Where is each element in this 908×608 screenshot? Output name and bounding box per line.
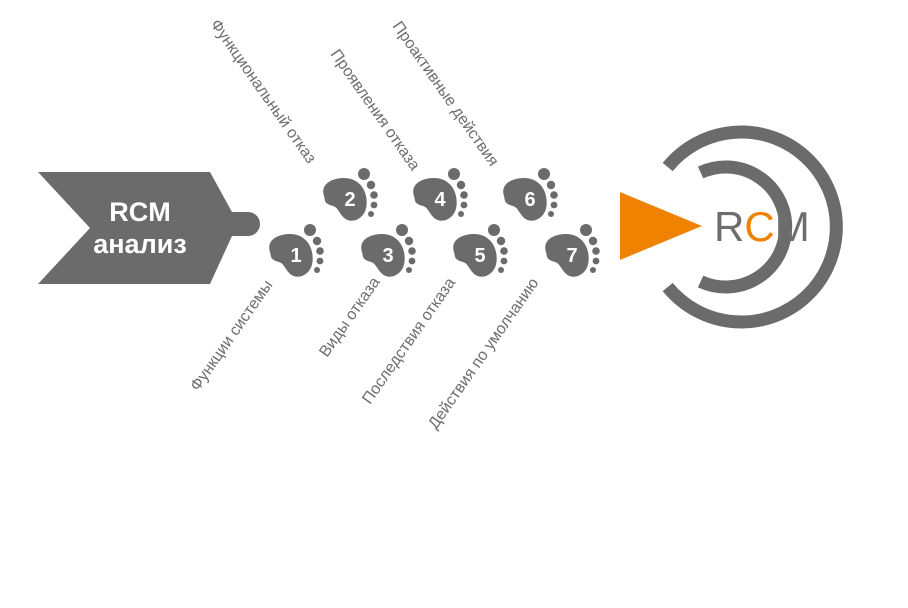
- step-number: 2: [344, 189, 355, 211]
- step-number: 5: [474, 245, 485, 267]
- rcm-letter-c: C: [744, 203, 774, 250]
- rcm-logo-text: RCM: [714, 203, 810, 250]
- step-2-label: Функциональный отказ: [207, 17, 319, 167]
- step-5: 5: [453, 224, 508, 277]
- step-7: 7: [545, 224, 600, 277]
- step-number: 1: [290, 245, 301, 267]
- step-number: 7: [566, 245, 577, 267]
- start-arrow-shape: [38, 172, 260, 284]
- step-4: 4: [413, 168, 468, 221]
- start-title-line2: анализ: [93, 229, 187, 259]
- rcm-letter-m: M: [775, 203, 810, 250]
- rcm-letter-r: R: [714, 203, 744, 250]
- step-number: 6: [524, 189, 535, 211]
- step-3: 3: [361, 224, 416, 277]
- step-1: 1: [269, 224, 324, 277]
- start-title-line1: RCM: [109, 197, 171, 227]
- step-1-label: Функции системы: [187, 277, 276, 394]
- rcm-target: RCM: [620, 125, 843, 329]
- step-number: 4: [434, 189, 446, 211]
- step-2: 2: [323, 168, 378, 221]
- step-6: 6: [503, 168, 558, 221]
- triangle-arrow-icon: [620, 192, 702, 260]
- step-number: 3: [382, 245, 393, 267]
- step-4-label: Проявления отказа: [327, 47, 423, 174]
- step-3-label: Виды отказа: [316, 274, 383, 360]
- outer-ring: [662, 125, 843, 329]
- rcm-analysis-start-arrow: RCM анализ: [38, 172, 260, 284]
- inner-ring: [697, 160, 793, 294]
